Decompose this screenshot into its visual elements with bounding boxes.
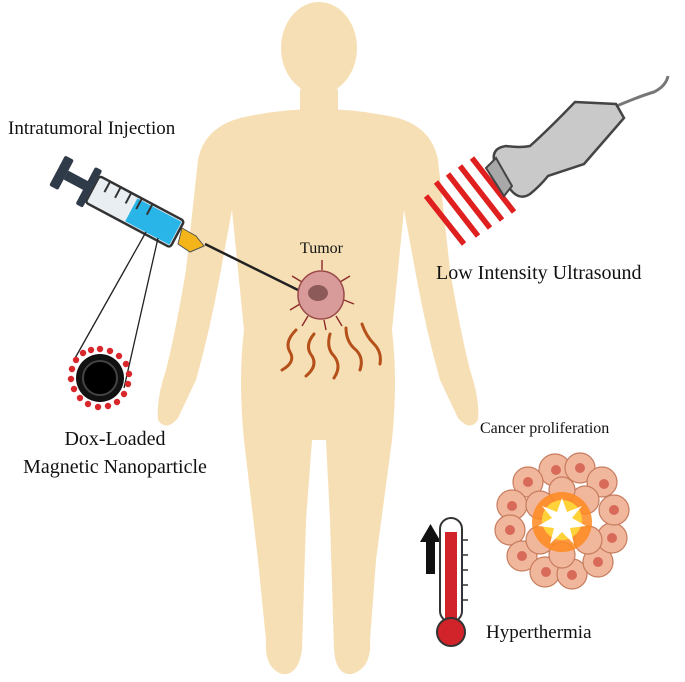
arrow-up-icon (420, 524, 441, 574)
blood-vessels (280, 322, 382, 380)
label-dox-line1: Dox-Loaded (64, 428, 166, 450)
label-dox-loaded-nanoparticle: Dox-Loaded Magnetic Nanoparticle (6, 425, 224, 481)
cell-cluster-icon (494, 452, 630, 590)
label-hyperthermia: Hyperthermia (486, 622, 592, 643)
label-low-intensity-ultrasound: Low Intensity Ultrasound (436, 262, 642, 284)
zoom-lines (73, 231, 159, 389)
ultrasound-probe-icon (484, 75, 670, 198)
label-tumor: Tumor (300, 240, 343, 257)
thermometer-icon (436, 517, 468, 647)
nanoparticle-icon (67, 345, 133, 411)
label-dox-line2: Magnetic Nanoparticle (23, 456, 207, 478)
tumor-icon (289, 260, 355, 331)
label-cancer-proliferation: Cancer proliferation (480, 420, 610, 437)
syringe-icon (49, 156, 299, 292)
ultrasound-waves-icon (423, 156, 517, 246)
human-body-silhouette (157, 2, 479, 675)
label-intratumoral-injection: Intratumoral Injection (8, 118, 176, 139)
